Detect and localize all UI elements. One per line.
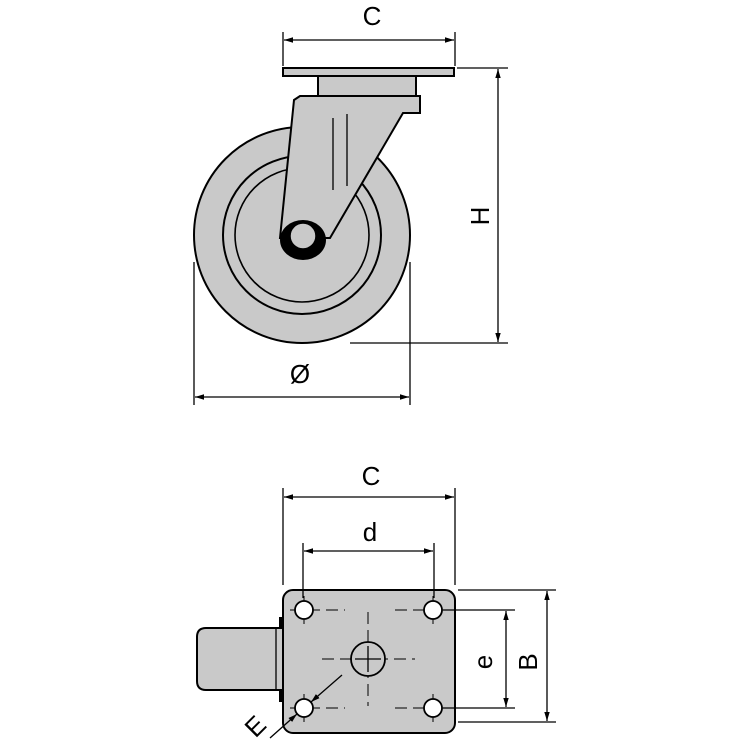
axle xyxy=(280,220,326,260)
dimension-h: H xyxy=(350,67,508,344)
mounting-hole-top-left xyxy=(294,600,314,620)
plate-rib-bottom xyxy=(279,690,284,702)
dimension-b: B xyxy=(458,589,556,723)
fork-body xyxy=(278,95,421,239)
label-d: d xyxy=(363,517,377,547)
side-view: C H Ø xyxy=(193,1,508,405)
wheel-top xyxy=(196,627,291,691)
dimension-wheel-diameter: Ø xyxy=(193,262,411,405)
label-diameter: Ø xyxy=(290,359,310,389)
top-mounting-plate xyxy=(282,67,455,77)
label-e: e xyxy=(468,655,498,669)
dimension-d: d xyxy=(302,517,435,598)
fork xyxy=(278,67,455,239)
dimension-c-side: C xyxy=(282,1,456,66)
top-view: C d e B E xyxy=(196,461,556,743)
label-hole-diameter: E xyxy=(239,710,272,743)
label-c-side: C xyxy=(363,1,382,31)
label-h: H xyxy=(465,207,495,226)
plate-rib-top xyxy=(279,617,284,629)
axle-bolt xyxy=(289,222,317,250)
mounting-hole-top-right xyxy=(423,600,443,620)
wheel-top-body xyxy=(196,627,291,691)
fork-collar xyxy=(317,75,417,97)
label-b: B xyxy=(513,653,543,670)
dimension-c-top: C xyxy=(282,461,456,585)
dimension-e: e xyxy=(443,609,515,709)
mounting-hole-bottom-right xyxy=(423,698,443,718)
label-c-top: C xyxy=(362,461,381,491)
mounting-hole-bottom-left xyxy=(294,698,314,718)
